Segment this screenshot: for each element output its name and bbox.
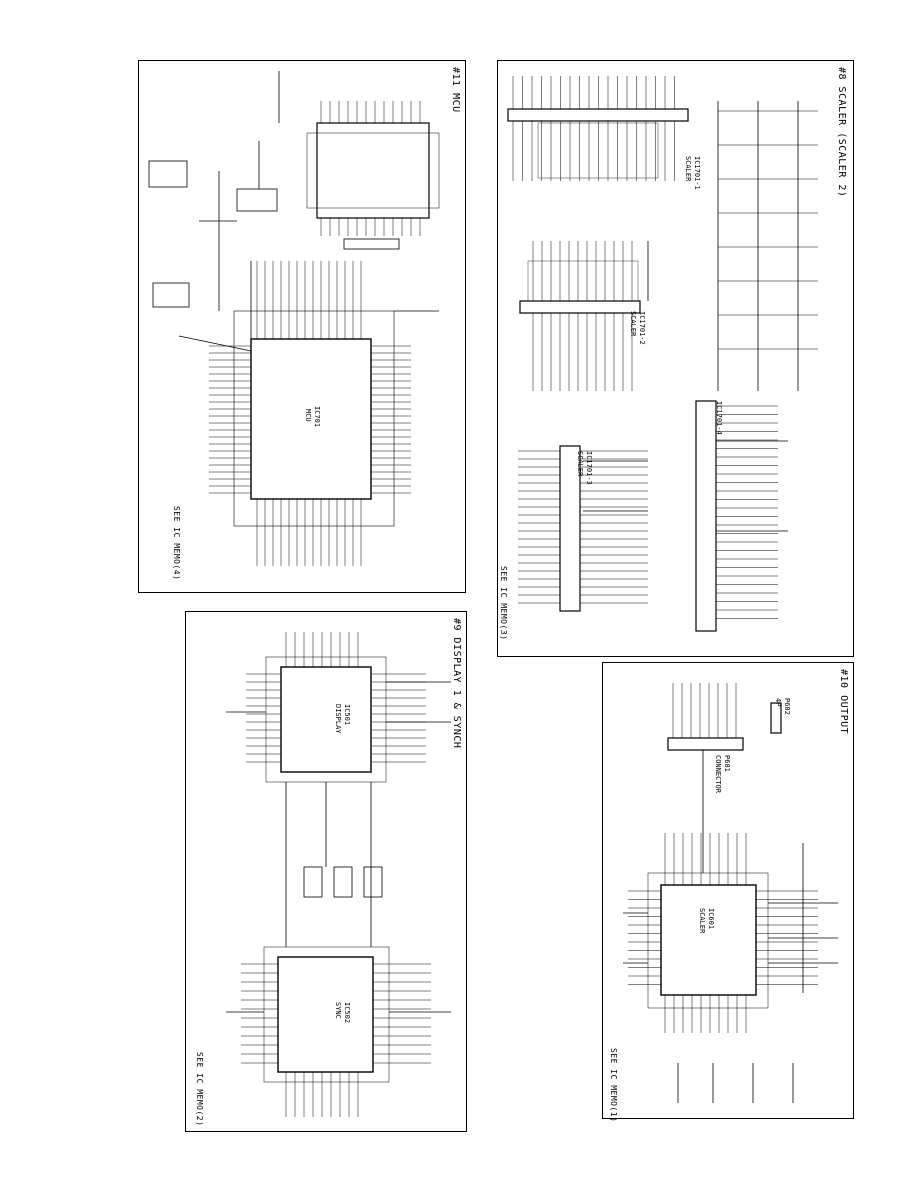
chip-reference: IC701: [313, 406, 321, 428]
ic3-part: SCALER: [576, 451, 584, 477]
ic3-reference: IC1701-3: [585, 451, 593, 485]
panel-title: #11 MCU: [450, 67, 461, 113]
connector-part: CONNECTOR: [714, 755, 722, 793]
chip-part-name: MCU: [304, 409, 312, 422]
schematic-panel-scaler: #8 SCALER (SCALER 2) SEE IC MEMO(3) IC17…: [497, 60, 854, 657]
scaler-schematic-drawing: [507, 76, 818, 632]
ic4-reference: IC1701-4: [715, 401, 723, 435]
plug-reference: P602: [783, 698, 791, 715]
panel-footer-note: SEE IC MEMO(3): [499, 566, 508, 641]
chip-reference: IC601: [707, 908, 715, 930]
panel-title: #8 SCALER (SCALER 2): [836, 67, 847, 198]
schematic-panel-mcu: #11 MCU SEE IC MEMO(4) IC701 MCU: [138, 60, 466, 593]
chip-b-reference: IC502: [343, 1002, 351, 1024]
display-schematic-drawing: [226, 632, 451, 1117]
ic1-part: SCALER: [684, 156, 692, 182]
chip-a-part: DISPLAY: [334, 704, 342, 734]
ic2-part: SCALER: [629, 311, 637, 337]
panel-title: #9 DISPLAY 1 & SYNCH: [451, 618, 462, 749]
panel-footer-note: SEE IC MEMO(4): [172, 506, 181, 581]
chip-b-part: SYNC: [334, 1002, 342, 1019]
output-schematic-drawing: [623, 683, 838, 1103]
ic2-reference: IC1701-2: [638, 311, 646, 345]
plug-part: 4P: [774, 698, 782, 707]
schematic-panel-output: #10 OUTPUT SEE IC MEMO(1) IC601 SCALER P…: [602, 662, 854, 1123]
schematic-panel-display-synch: #9 DISPLAY 1 & SYNCH SEE IC MEMO(2) IC50…: [185, 611, 467, 1132]
connector-reference: P601: [723, 755, 731, 772]
mcu-schematic-drawing: [148, 71, 440, 566]
panel-footer-note: SEE IC MEMO(1): [609, 1048, 618, 1123]
panel-footer-note: SEE IC MEMO(2): [195, 1052, 204, 1127]
chip-a-reference: IC501: [343, 704, 351, 726]
panel-title: #10 OUTPUT: [838, 669, 849, 735]
ic1-reference: IC1701-1: [693, 156, 701, 190]
chip-part: SCALER: [698, 908, 706, 934]
